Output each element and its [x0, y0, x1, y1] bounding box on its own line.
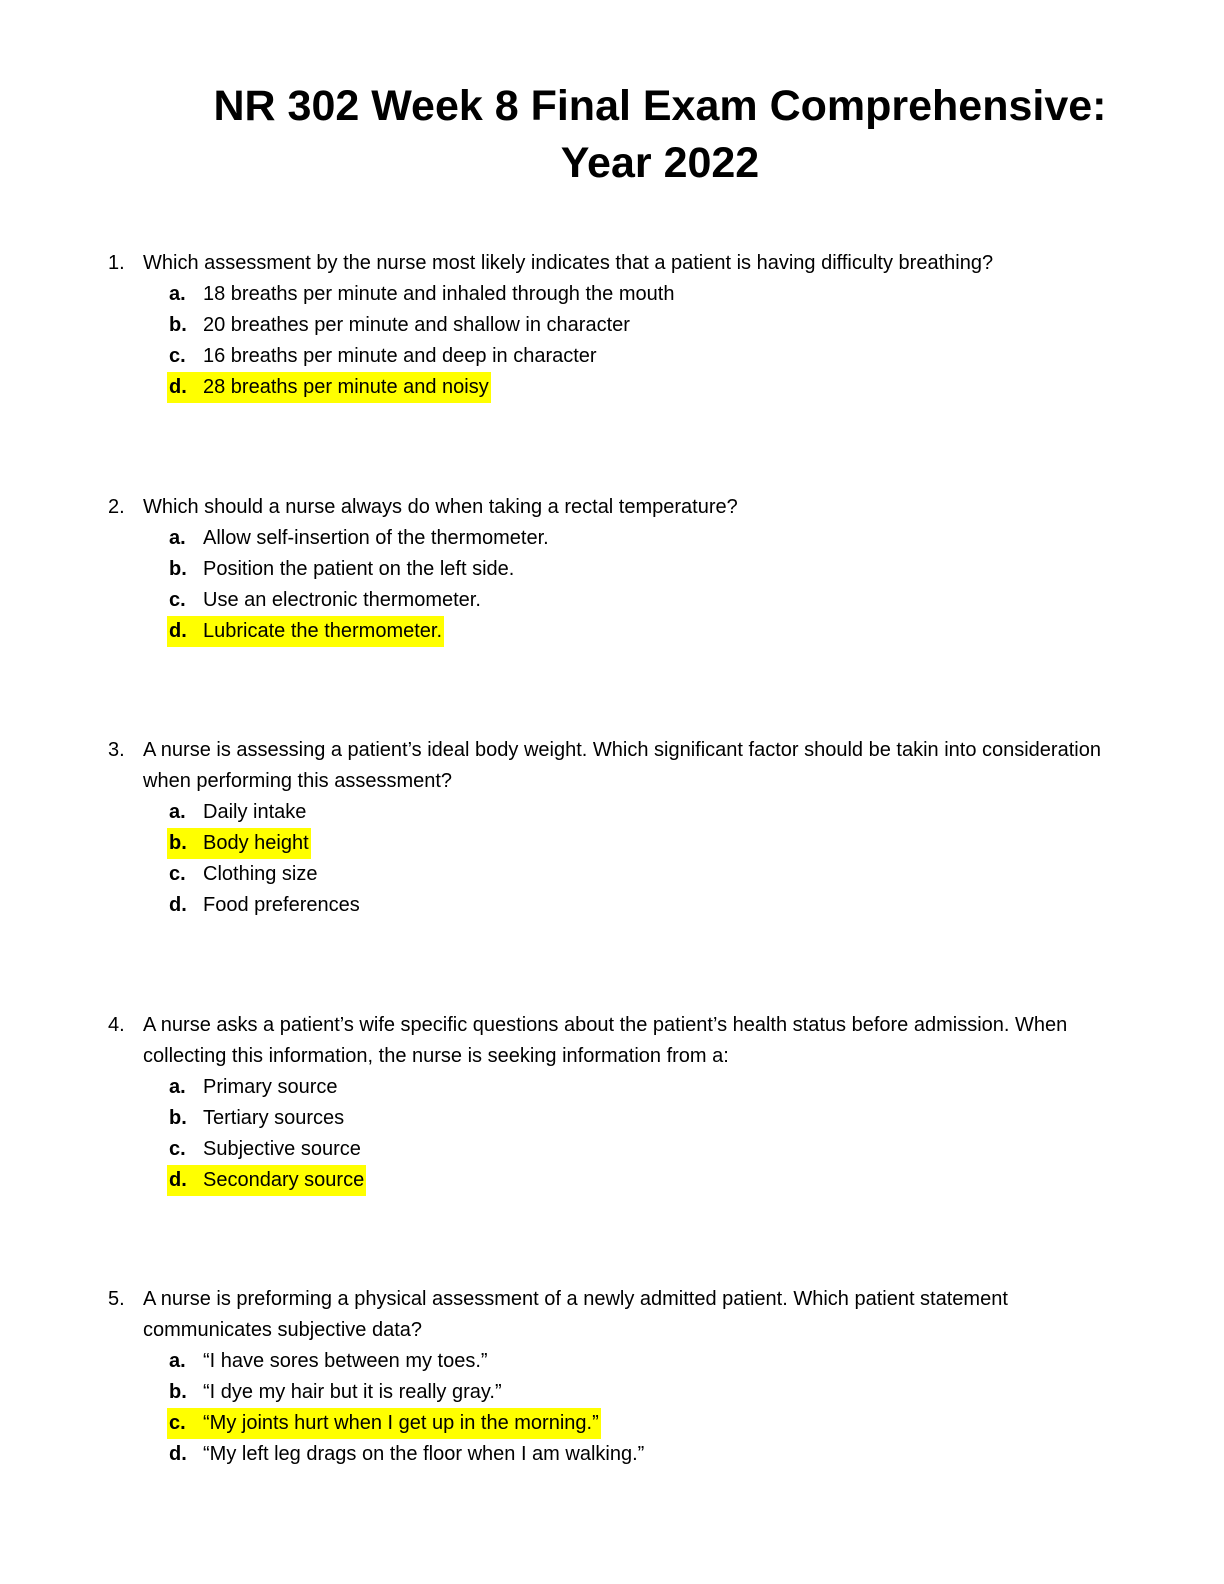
option-letter: a. — [169, 1350, 186, 1372]
answer-option-b: b. Tertiary sources — [169, 1103, 1108, 1134]
answer-option-a: a. “I have sores between my toes.” — [169, 1346, 1108, 1377]
question-stem: 4. A nurse asks a patient’s wife specifi… — [108, 1010, 1108, 1072]
option-letter: d. — [169, 894, 187, 916]
answer-options: a. “I have sores between my toes.” b. “I d… — [108, 1346, 1108, 1470]
option-text: Daily intake — [203, 801, 307, 823]
option-text: “My left leg drags on the floor when I a… — [203, 1443, 645, 1465]
option-text: 20 breathes per minute and shallow in ch… — [203, 314, 630, 336]
answer-options: a. Primary source b. Tertiary sources c. Su… — [108, 1072, 1108, 1196]
option-text: Tertiary sources — [203, 1107, 345, 1129]
question-2: 2. Which should a nurse always do when t… — [108, 492, 1108, 647]
answer-options: a. Allow self-insertion of the thermomete… — [108, 523, 1108, 647]
question-5: 5. A nurse is preforming a physical asse… — [108, 1284, 1108, 1470]
option-text: Lubricate the thermometer. — [203, 620, 443, 642]
answer-option-a: a. Allow self-insertion of the thermomete… — [169, 523, 1108, 554]
option-text: Primary source — [203, 1076, 338, 1098]
question-text: A nurse is assessing a patient’s ideal b… — [143, 739, 1101, 792]
option-letter: a. — [169, 801, 186, 823]
question-number: 4. — [108, 1014, 125, 1036]
question-number: 1. — [108, 252, 125, 274]
answer-option-b: b. Body height — [167, 828, 1108, 859]
question-3: 3. A nurse is assessing a patient’s idea… — [108, 735, 1108, 921]
option-text: 18 breaths per minute and inhaled throug… — [203, 283, 675, 305]
answer-option-a: a. Daily intake — [169, 797, 1108, 828]
answer-option-c: c. Subjective source — [169, 1134, 1108, 1165]
question-text: Which should a nurse always do when taki… — [143, 496, 738, 518]
question-1: 1. Which assessment by the nurse most li… — [108, 248, 1108, 403]
answer-option-b: b. 20 breathes per minute and shallow in … — [169, 310, 1108, 341]
option-letter: b. — [169, 1107, 187, 1129]
option-letter: b. — [169, 314, 187, 336]
answer-option-c: c. Clothing size — [169, 859, 1108, 890]
question-stem: 5. A nurse is preforming a physical asse… — [108, 1284, 1108, 1346]
option-text: Food preferences — [203, 894, 360, 916]
question-number: 5. — [108, 1288, 125, 1310]
question-stem: 3. A nurse is assessing a patient’s idea… — [108, 735, 1108, 797]
answer-option-c: c. Use an electronic thermometer. — [169, 585, 1108, 616]
option-letter: a. — [169, 527, 186, 549]
answer-option-d: d. Lubricate the thermometer. — [167, 616, 1108, 647]
option-text: Subjective source — [203, 1138, 361, 1160]
answer-option-d: d. “My left leg drags on the floor when I… — [169, 1439, 1108, 1470]
option-text: “I dye my hair but it is really gray.” — [203, 1381, 502, 1403]
answer-option-c: c. 16 breaths per minute and deep in char… — [169, 341, 1108, 372]
option-text: Body height — [203, 832, 309, 854]
question-number: 2. — [108, 496, 125, 518]
option-text: 16 breaths per minute and deep in charac… — [203, 345, 597, 367]
question-stem: 2. Which should a nurse always do when t… — [108, 492, 1108, 523]
option-letter: a. — [169, 1076, 186, 1098]
title-line-1: NR 302 Week 8 Final Exam Comprehensive: — [213, 82, 1107, 130]
answer-options: a. 18 breaths per minute and inhaled thro… — [108, 279, 1108, 403]
option-letter: c. — [169, 1412, 186, 1434]
answer-option-a: a. Primary source — [169, 1072, 1108, 1103]
title-line-2: Year 2022 — [560, 139, 760, 187]
question-text: A nurse is preforming a physical assessm… — [143, 1288, 1008, 1341]
answer-option-a: a. 18 breaths per minute and inhaled thro… — [169, 279, 1108, 310]
option-letter: c. — [169, 345, 186, 367]
option-text: Position the patient on the left side. — [203, 558, 515, 580]
option-text: Allow self-insertion of the thermometer. — [203, 527, 549, 549]
option-letter: b. — [169, 832, 187, 854]
option-text: 28 breaths per minute and noisy — [203, 376, 489, 398]
option-text: Clothing size — [203, 863, 318, 885]
answer-options: a. Daily intake b. Body height c. Clothing … — [108, 797, 1108, 921]
option-letter: c. — [169, 1138, 186, 1160]
answer-option-c: c. “My joints hurt when I get up in the m… — [167, 1408, 1108, 1439]
option-text: Use an electronic thermometer. — [203, 589, 481, 611]
question-4: 4. A nurse asks a patient’s wife specifi… — [108, 1010, 1108, 1196]
answer-option-b: b. “I dye my hair but it is really gray.” — [169, 1377, 1108, 1408]
question-text: A nurse asks a patient’s wife specific q… — [143, 1014, 1068, 1067]
option-text: “My joints hurt when I get up in the mor… — [203, 1412, 599, 1434]
option-letter: a. — [169, 283, 186, 305]
option-letter: c. — [169, 589, 186, 611]
option-letter: d. — [169, 1443, 187, 1465]
question-number: 3. — [108, 739, 125, 761]
question-stem: 1. Which assessment by the nurse most li… — [108, 248, 1108, 279]
document-title: NR 302 Week 8 Final Exam Comprehensive: … — [160, 78, 1160, 192]
option-text: Secondary source — [203, 1169, 365, 1191]
option-text: “I have sores between my toes.” — [203, 1350, 488, 1372]
answer-option-d: d. 28 breaths per minute and noisy — [167, 372, 1108, 403]
option-letter: c. — [169, 863, 186, 885]
option-letter: d. — [169, 620, 187, 642]
answer-option-d: d. Food preferences — [169, 890, 1108, 921]
answer-option-b: b. Position the patient on the left side. — [169, 554, 1108, 585]
question-text: Which assessment by the nurse most likel… — [143, 252, 994, 274]
option-letter: d. — [169, 1169, 187, 1191]
option-letter: b. — [169, 1381, 187, 1403]
option-letter: d. — [169, 376, 187, 398]
option-letter: b. — [169, 558, 187, 580]
answer-option-d: d. Secondary source — [167, 1165, 1108, 1196]
